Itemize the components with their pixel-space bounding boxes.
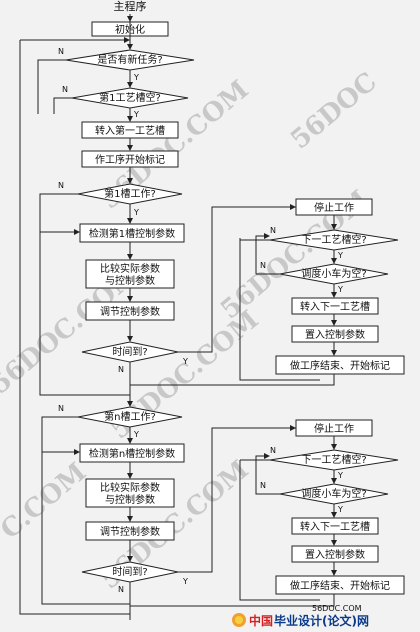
svg-text:Y: Y [182, 357, 188, 366]
svg-text:时间到?: 时间到? [112, 345, 147, 358]
diagram-title: 主程序 [114, 0, 147, 13]
svg-text:Y: Y [133, 110, 139, 119]
node-set-params1 [291, 325, 379, 343]
svg-text:Y: Y [133, 208, 139, 217]
svg-text:Y: Y [337, 285, 343, 294]
node-detectn [79, 443, 185, 463]
svg-text:转入下一工艺槽: 转入下一工艺槽 [300, 520, 370, 533]
svg-text:Y: Y [337, 505, 343, 514]
svg-text:转入下一工艺槽: 转入下一工艺槽 [300, 300, 370, 313]
watermark-1: 56DOC [285, 67, 382, 156]
svg-text:比较实际参数: 比较实际参数 [100, 481, 160, 494]
footer-site: 56DOC.COM [312, 604, 362, 613]
svg-text:是否有新任务?: 是否有新任务? [97, 53, 162, 66]
footer-logo: 中国 毕业设计(论文)网 [232, 613, 369, 628]
node-move-nextn [291, 517, 379, 535]
svg-text:置入控制参数: 置入控制参数 [305, 328, 365, 341]
svg-text:调节控制参数: 调节控制参数 [100, 525, 160, 538]
svg-text:下一工艺槽空?: 下一工艺槽空? [301, 453, 366, 466]
svg-text:N: N [62, 85, 68, 94]
svg-text:停止工作: 停止工作 [314, 201, 354, 214]
svg-text:时间到?: 时间到? [112, 565, 147, 578]
svg-text:N: N [58, 404, 64, 413]
svg-text:转入第一工艺槽: 转入第一工艺槽 [95, 124, 165, 137]
svg-text:N: N [270, 446, 276, 455]
svg-text:Y: Y [337, 251, 343, 260]
svg-text:作工序开始标记: 作工序开始标记 [95, 153, 165, 166]
svg-text:停止工作: 停止工作 [314, 422, 354, 435]
node-detect1 [79, 223, 185, 243]
svg-text:第1槽工作?: 第1槽工作? [104, 187, 156, 200]
svg-text:调度小车为空?: 调度小车为空? [301, 487, 366, 500]
svg-text:N: N [58, 47, 64, 56]
svg-text:N: N [270, 226, 276, 235]
watermark-6: C.COM [0, 457, 92, 545]
svg-text:置入控制参数: 置入控制参数 [305, 548, 365, 561]
svg-text:与控制参数: 与控制参数 [105, 274, 155, 287]
svg-text:检测第1槽控制参数: 检测第1槽控制参数 [89, 227, 175, 240]
svg-text:检测第n槽控制参数: 检测第n槽控制参数 [89, 447, 175, 460]
node-finish1 [275, 355, 405, 375]
svg-text:中国: 中国 [249, 613, 273, 628]
svg-text:Y: Y [133, 430, 139, 439]
svg-text:N: N [118, 585, 124, 594]
svg-text:毕业设计(论文)网: 毕业设计(论文)网 [274, 613, 369, 628]
svg-text:N: N [58, 181, 64, 190]
svg-text:Y: Y [133, 73, 139, 82]
svg-text:比较实际参数: 比较实际参数 [100, 262, 160, 275]
svg-text:第1工艺槽空?: 第1工艺槽空? [99, 91, 161, 104]
svg-text:下一工艺槽空?: 下一工艺槽空? [301, 233, 366, 246]
svg-text:做工序结束、开始标记: 做工序结束、开始标记 [290, 359, 390, 372]
node-compare1 [85, 259, 175, 289]
svg-text:与控制参数: 与控制参数 [105, 493, 155, 506]
svg-text:调度小车为空?: 调度小车为空? [301, 267, 366, 280]
svg-text:第n槽工作?: 第n槽工作? [104, 410, 156, 423]
node-finishn [275, 575, 405, 595]
node-comparen [85, 478, 175, 508]
svg-text:N: N [260, 261, 266, 270]
svg-text:N: N [260, 481, 266, 490]
svg-text:调节控制参数: 调节控制参数 [100, 305, 160, 318]
node-set-paramsn [291, 545, 379, 563]
svg-text:N: N [118, 365, 124, 374]
svg-text:Y: Y [182, 577, 188, 586]
node-move-next1 [291, 297, 379, 315]
svg-text:做工序结束、开始标记: 做工序结束、开始标记 [290, 579, 390, 592]
svg-text:Y: Y [337, 471, 343, 480]
